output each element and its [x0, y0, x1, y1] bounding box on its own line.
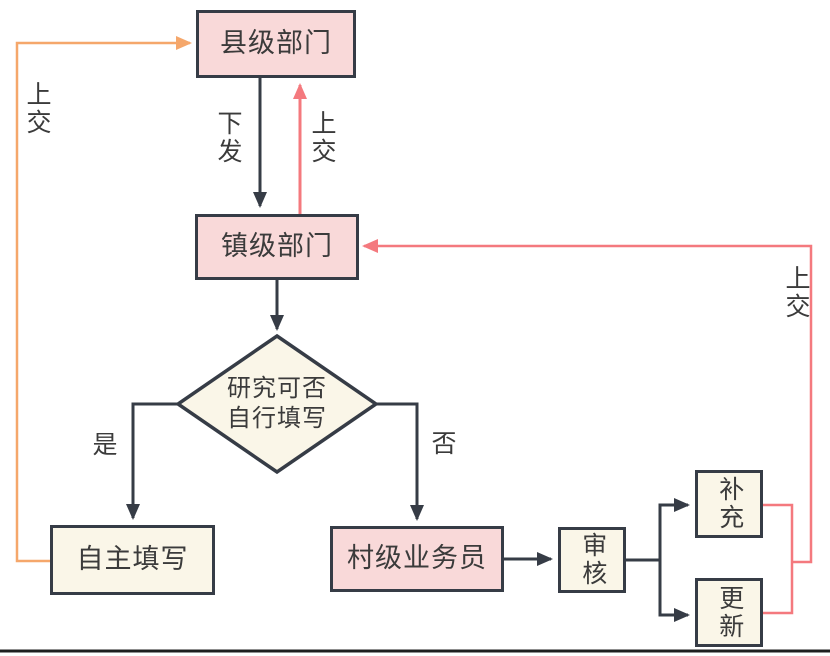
decision-diamond: [174, 333, 380, 475]
node-county-department: 县级部门: [196, 10, 356, 78]
node-county-label: 县级部门: [220, 28, 332, 59]
decision-label-line1: 研究可否: [227, 375, 327, 402]
edge-label-submit-center: 上交: [308, 110, 336, 166]
node-village-clerk: 村级业务员: [330, 526, 504, 592]
node-review-label: 审核: [578, 532, 607, 588]
edge-label-submit-left: 上交: [23, 81, 51, 137]
edge-decision-no: [376, 402, 424, 521]
edge-review-to-supplement: [658, 498, 690, 560]
edge-label-yes: 是: [92, 431, 118, 459]
node-review: 审核: [558, 527, 626, 593]
decision-label-line2: 自行填写: [227, 405, 327, 432]
edge-update-merge: [763, 562, 794, 615]
edge-label-issue-down: 下发: [214, 110, 242, 166]
node-village-clerk-label: 村级业务员: [347, 543, 487, 574]
edge-label-submit-right: 上交: [782, 265, 810, 321]
edge-label-no: 否: [431, 430, 457, 458]
node-update-label: 更新: [715, 584, 744, 641]
edge-review-to-update: [658, 560, 690, 622]
edge-decision-yes: [126, 402, 178, 520]
node-decision-label: 研究可否 自行填写: [187, 374, 367, 434]
node-supplement: 补充: [695, 470, 763, 538]
edge-selffill-to-county-submit: [15, 36, 192, 563]
edge-supplement-merge: [763, 503, 794, 562]
node-self-fill-label: 自主填写: [76, 544, 189, 575]
node-self-fill: 自主填写: [50, 525, 215, 595]
node-town-department: 镇级部门: [195, 214, 359, 280]
node-town-label: 镇级部门: [221, 231, 333, 262]
edge-merge-to-town-submit: [362, 239, 813, 564]
node-update: 更新: [695, 578, 763, 647]
node-supplement-label: 补充: [715, 476, 744, 532]
